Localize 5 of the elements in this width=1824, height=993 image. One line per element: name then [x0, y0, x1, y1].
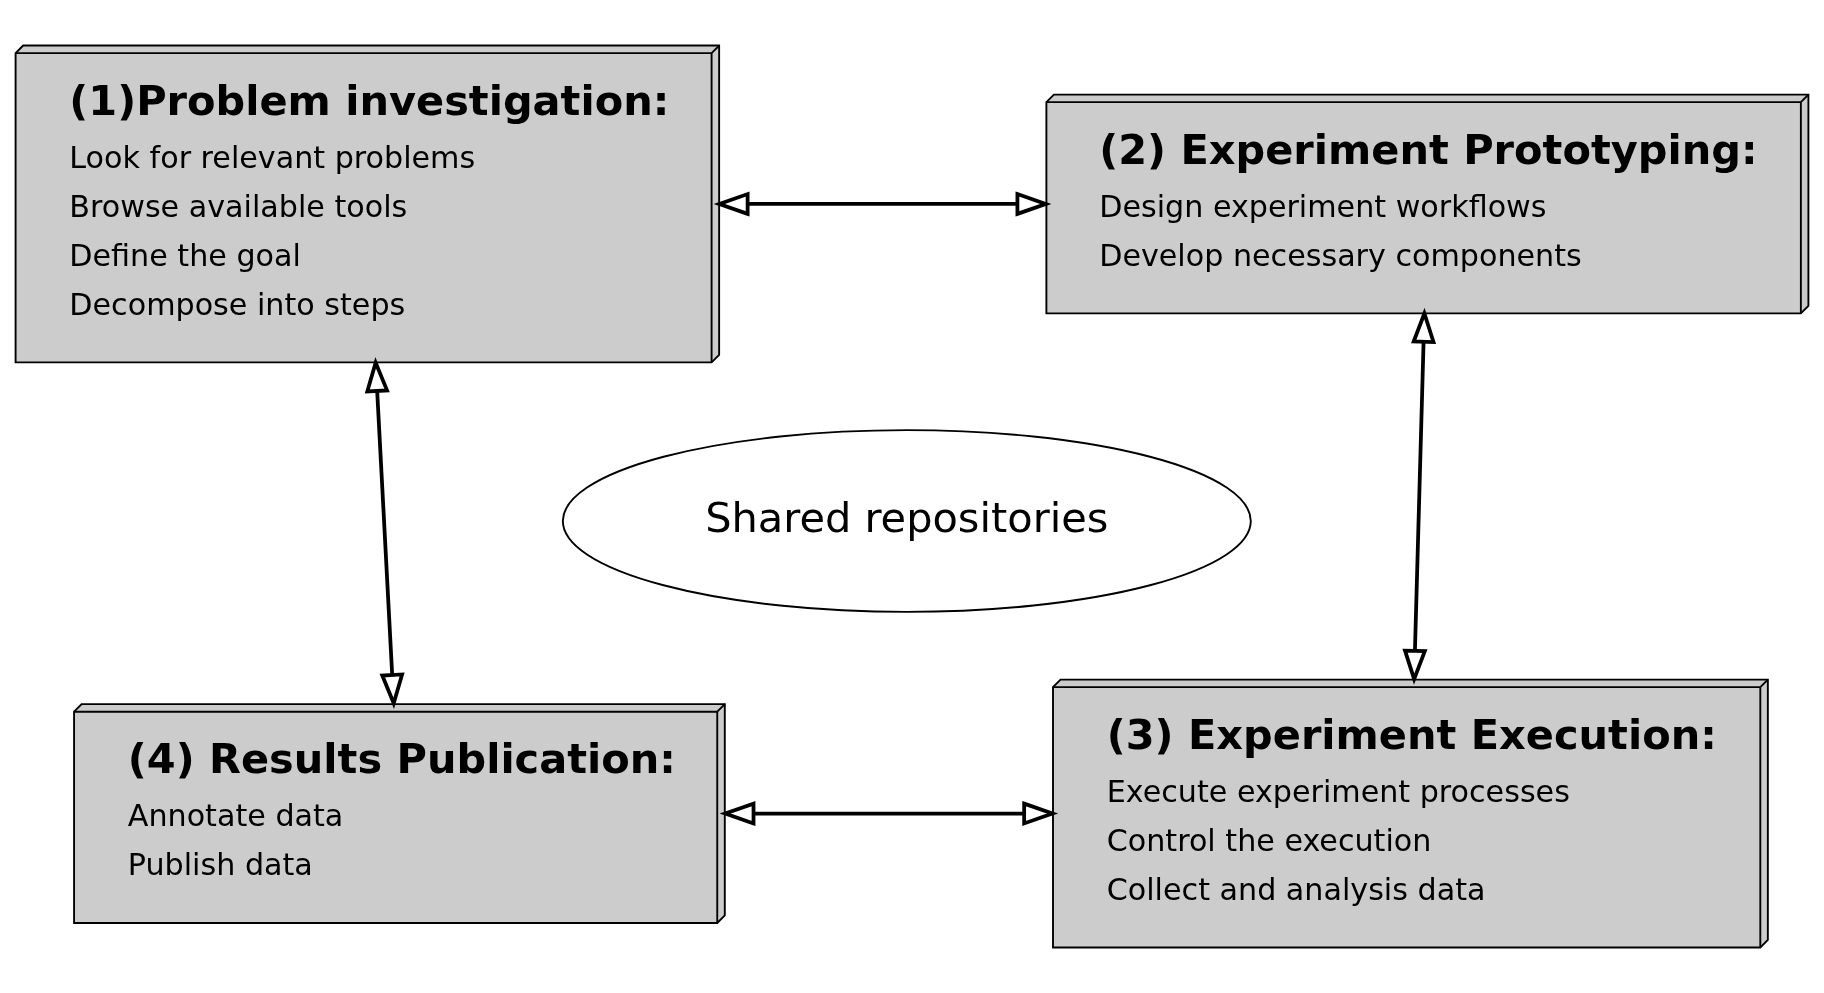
arrow: [364, 356, 405, 709]
node-ellipse: Shared repositories: [561, 429, 1252, 613]
arrow: [1402, 307, 1437, 685]
arrow: [719, 800, 1059, 827]
arrow: [713, 191, 1052, 217]
